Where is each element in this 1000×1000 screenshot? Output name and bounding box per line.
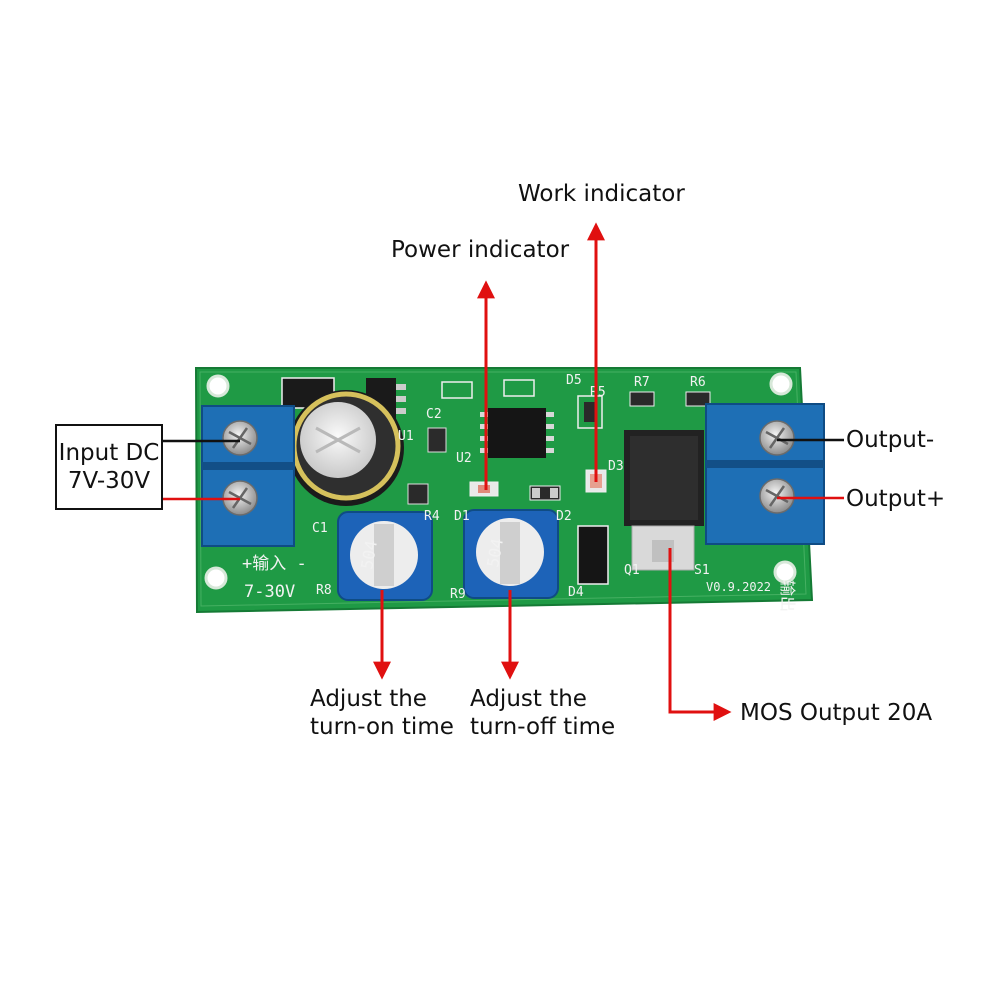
- mounting-hole: [206, 374, 230, 398]
- input-silk: +输入 -: [242, 554, 307, 574]
- ref-designator: C1: [312, 521, 328, 536]
- silkscreen: +输入 - 7-30V V0.9.2022 输出 C1 C2 U1 U2 D1 …: [242, 373, 797, 612]
- ref-designator: D4: [568, 585, 584, 600]
- electrolytic-capacitor: [288, 390, 404, 506]
- input-dc-label: Input DC: [58, 440, 160, 466]
- output-plus-label: Output+: [846, 486, 946, 512]
- ic-u2: [488, 408, 546, 458]
- callout-arrows: [163, 222, 844, 721]
- ref-designator: R5: [590, 385, 606, 400]
- power-indicator-label: Power indicator: [391, 237, 570, 263]
- ref-designator: D2: [556, 509, 572, 524]
- input-terminal-block: [201, 405, 295, 547]
- mounting-hole: [773, 560, 797, 584]
- ref-designator: S1: [694, 563, 710, 578]
- mos-output-label: MOS Output 20A: [740, 700, 933, 726]
- voltage-silk: 7-30V: [244, 582, 295, 602]
- ref-designator: U1: [398, 429, 414, 444]
- ref-designator: R6: [690, 375, 706, 390]
- output-silk: 输出: [778, 580, 797, 612]
- input-voltage-label: 7V-30V: [67, 468, 151, 494]
- potentiometer-turn-off[interactable]: 504: [463, 509, 559, 599]
- output-minus-label: Output-: [846, 427, 935, 453]
- ref-designator: U2: [456, 451, 472, 466]
- mounting-hole: [204, 566, 228, 590]
- adjust-off-label-line2: turn-off time: [470, 714, 616, 740]
- adjust-on-label-line1: Adjust the: [310, 686, 427, 712]
- adjust-off-label-line1: Adjust the: [470, 686, 587, 712]
- pot-marking: 504: [357, 539, 381, 571]
- input-dc-box: Input DC 7V-30V: [55, 424, 163, 510]
- ref-designator: D5: [566, 373, 582, 388]
- adjust-on-label-line2: turn-on time: [310, 714, 454, 740]
- ref-designator: Q1: [624, 563, 640, 578]
- version-silk: V0.9.2022: [706, 580, 771, 594]
- mos-output-arrow: [668, 548, 732, 721]
- ref-designator: R4: [424, 509, 440, 524]
- ref-designator: D1: [454, 509, 470, 524]
- ref-designator: R9: [450, 587, 466, 602]
- ref-designator: R7: [634, 375, 650, 390]
- ref-designator: D3: [608, 459, 624, 474]
- ref-designator: C2: [426, 407, 442, 422]
- ref-designator: R8: [316, 583, 332, 598]
- output-terminal-block: [705, 403, 825, 545]
- mounting-hole: [769, 372, 793, 396]
- work-indicator-label: Work indicator: [518, 181, 685, 207]
- pot-marking: 504: [483, 537, 507, 569]
- potentiometer-turn-on[interactable]: 504: [337, 511, 433, 601]
